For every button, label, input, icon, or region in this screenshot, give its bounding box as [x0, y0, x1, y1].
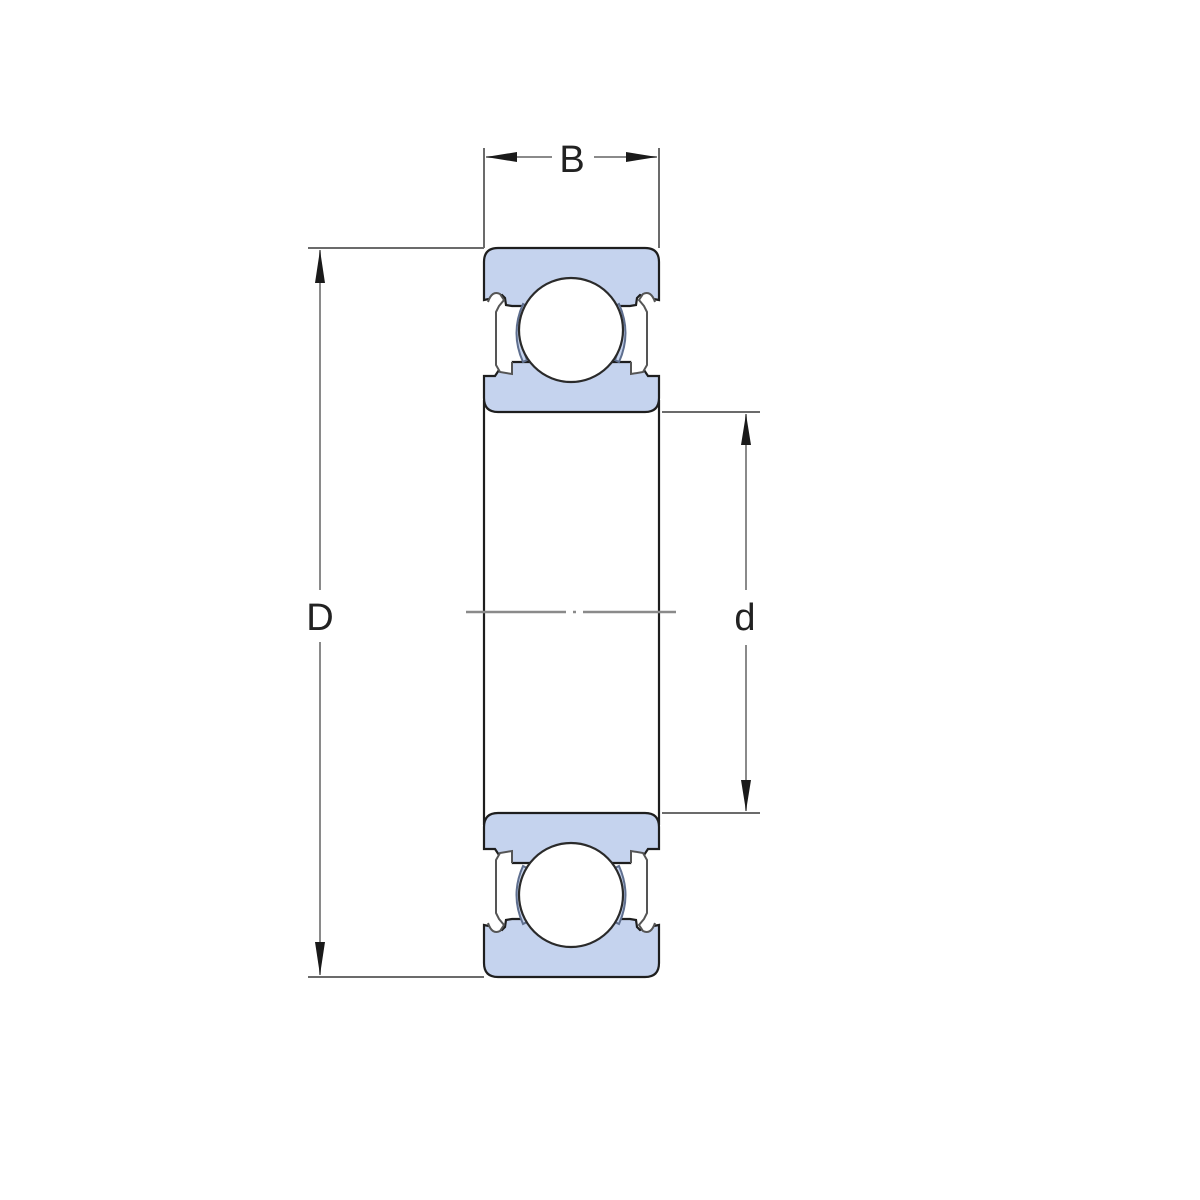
ball	[517, 841, 625, 949]
arrow-down-icon	[315, 942, 325, 975]
right-shield	[630, 849, 656, 933]
arrow-left-icon	[486, 152, 517, 162]
arrow-up-icon	[741, 414, 751, 445]
outer-diameter-dimension: D	[306, 247, 484, 978]
left-shield	[487, 849, 513, 933]
arrow-right-icon	[626, 152, 657, 162]
bore-diameter-label: d	[734, 597, 755, 639]
width-dimension: B	[483, 139, 660, 248]
ball	[517, 276, 625, 384]
right-shield	[630, 292, 656, 376]
arrow-up-icon	[315, 250, 325, 283]
bearing-section-top	[482, 246, 661, 414]
outer-diameter-label: D	[306, 597, 333, 639]
bore-diameter-dimension: d	[662, 411, 760, 814]
left-shield	[487, 292, 513, 376]
bearing-section-bottom	[482, 811, 661, 979]
arrow-down-icon	[741, 780, 751, 811]
width-label: B	[559, 139, 584, 181]
